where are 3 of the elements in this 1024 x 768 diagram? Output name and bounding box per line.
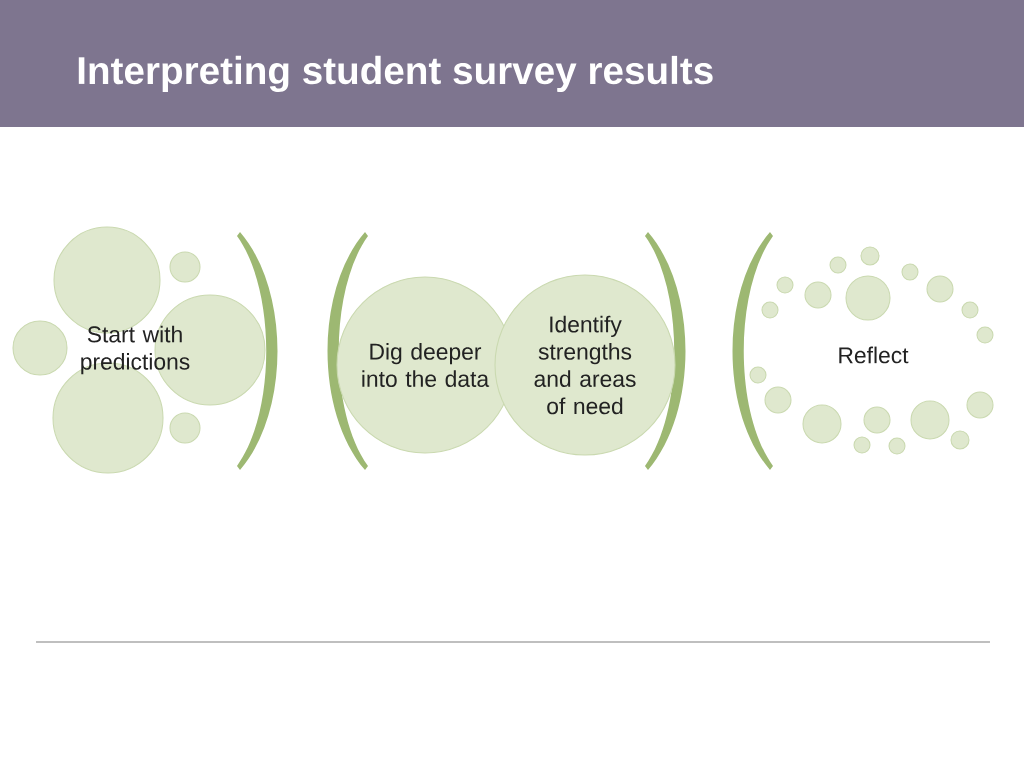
step-label: Reflect <box>839 346 909 364</box>
step-label: Start with predictions <box>81 325 190 375</box>
title: Interpreting student survey results <box>78 55 713 93</box>
